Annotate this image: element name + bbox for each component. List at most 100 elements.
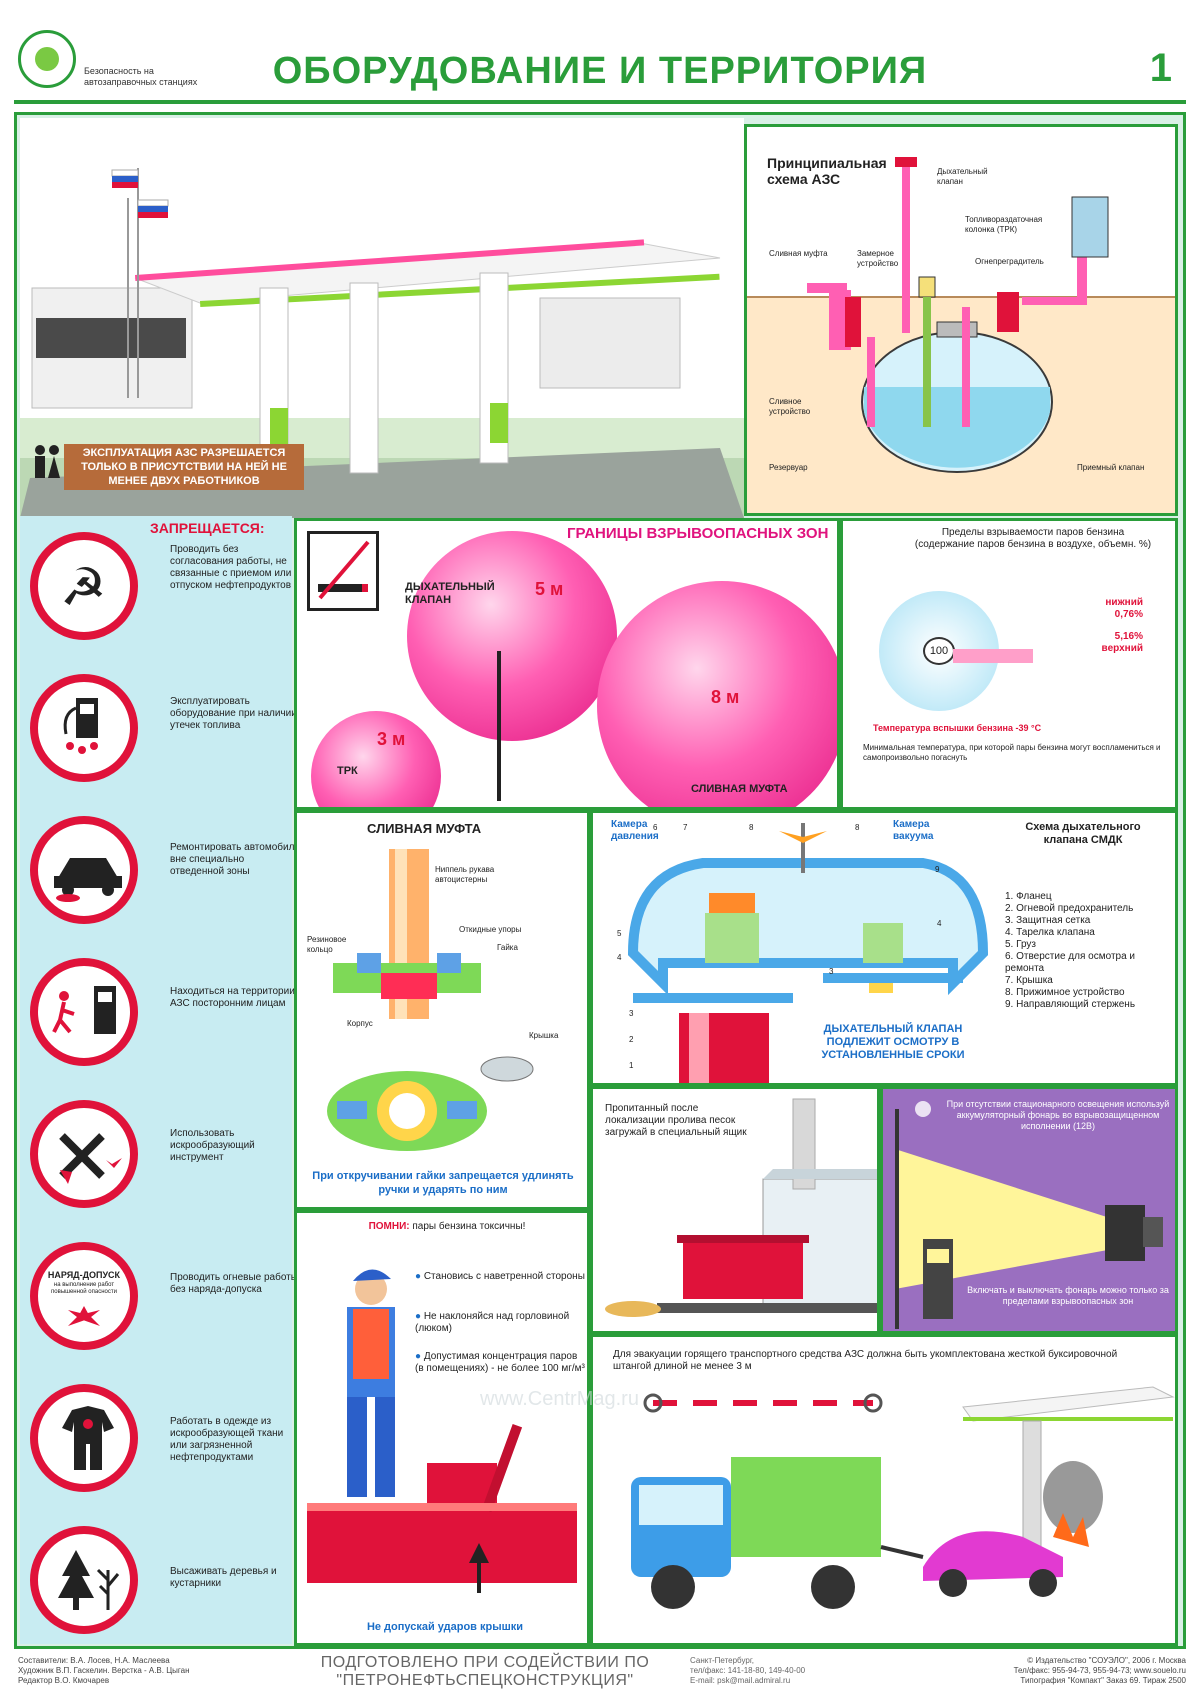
forbid-text-1: Проводить без согласования работы, не св…: [170, 544, 292, 591]
no-smoking-icon: [318, 540, 370, 600]
scheme-title: Принципиальная схема АЗС: [767, 155, 887, 187]
label-rubber-ring: Резиновое кольцо: [307, 935, 347, 954]
label-dispenser: Топливораздаточная колонка (ТРК): [965, 215, 1043, 234]
gas-station-illustration: [20, 168, 744, 518]
toxic-heading: ПОМНИ: пары бензина токсичны!: [327, 1221, 567, 1233]
no-smoking-sign: [307, 531, 379, 611]
forbid-sign-3: [30, 816, 138, 924]
explosion-limits-panel: Пределы взрываемости паров бензина (соде…: [840, 518, 1178, 810]
hammer-sickle-icon: ☭: [60, 559, 107, 617]
valve-title: Схема дыхательного клапана СМДК: [1025, 821, 1141, 846]
work-clothes-icon: [62, 1406, 114, 1470]
watermark: www.CentrMag.ru: [480, 1388, 639, 1410]
forbid-sign-5: [30, 1100, 138, 1208]
forbid-sign-8: [30, 1526, 138, 1634]
zone-dispenser: [311, 711, 441, 807]
toxic-footer: Не допускай ударов крышки: [366, 1621, 524, 1633]
zones-title: ГРАНИЦЫ ВЗРЫВООПАСНЫХ ЗОН: [567, 525, 829, 542]
radius-5m: 5 м: [535, 579, 564, 599]
label-flame-arrester: Огнепреградитель: [975, 257, 1044, 266]
zones-drain-label: СЛИВНАЯ МУФТА: [691, 783, 788, 795]
running-people-icon: [52, 986, 116, 1034]
part-number-4a: 4: [617, 953, 622, 962]
staffing-notice: ЭКСПЛУАТАЦИЯ АЗС РАЗРЕШАЕТСЯ ТОЛЬКО В ПР…: [64, 444, 304, 490]
toxic-tip-1: ● Становись с наветренной стороны: [415, 1271, 585, 1283]
label-breathing-valve: Дыхательный клапан: [937, 167, 988, 186]
page-title: ОБОРУДОВАНИЕ И ТЕРРИТОРИЯ: [272, 50, 928, 92]
breathing-valve-panel: Камера давления Камера вакуума 5 4 3 2 1…: [590, 810, 1178, 1086]
toxic-tip-2: ● Не наклоняйся над горловиной (люком): [415, 1311, 585, 1335]
valve-part: 6. Отверстие для осмотра и ремонта: [1005, 951, 1136, 974]
zone-drain-coupling: [597, 581, 837, 807]
forbid-text-4: Находиться на территории АЗС посторонним…: [170, 986, 295, 1009]
station-scheme-panel: Принципиальная схема АЗС Дыхательный кла…: [744, 124, 1178, 516]
drain-coupling-panel: СЛИВНАЯ МУФТА Ниппель рукава автоцистерн…: [294, 810, 590, 1210]
part-number-2: 2: [629, 1035, 634, 1044]
footer-contacts: Санкт-Петербург, тел/факс: 141-18-80, 14…: [690, 1656, 806, 1685]
breathing-valve-pole: [497, 651, 501, 801]
valve-part: 3. Защитная сетка: [1005, 915, 1091, 926]
forbidden-heading: ЗАПРЕЩАЕТСЯ:: [150, 520, 265, 536]
forbid-sign-7: [30, 1384, 138, 1492]
coupling-title: СЛИВНАЯ МУФТА: [367, 821, 482, 836]
label-drain-device: Сливное устройство: [769, 397, 811, 416]
gauge-value: 100: [923, 637, 955, 665]
valve-part: 5. Груз: [1005, 939, 1037, 950]
permit-sub: на выполнение работ повышенной опасности: [51, 1282, 117, 1295]
forbid-text-2: Эксплуатировать оборудование при наличии…: [170, 696, 297, 731]
bullet-icon: ●: [415, 1271, 424, 1282]
part-number-1: 1: [629, 1061, 634, 1070]
tow-illustration: [631, 1386, 1175, 1609]
forbid-text-7: Работать в одежде из искрообразующей тка…: [170, 1416, 284, 1463]
part-number-7: 7: [683, 823, 688, 832]
sand-box-illustration: [605, 1098, 877, 1317]
logo-leaf-icon: [35, 47, 59, 71]
part-number-8a: 8: [749, 823, 754, 832]
station-panel: ЭКСПЛУАТАЦИЯ АЗС РАЗРЕШАЕТСЯ ТОЛЬКО В ПР…: [20, 118, 744, 518]
label-stops: Откидные упоры: [459, 925, 522, 934]
car-repair-icon: [54, 858, 122, 902]
label-body: Корпус: [347, 1019, 373, 1028]
logo-caption: Безопасность на автозаправочных станциях: [84, 66, 198, 87]
limits-title: Пределы взрываемости паров бензина (соде…: [914, 527, 1152, 550]
sand-text: Пропитанный после локализации пролива пе…: [605, 1103, 747, 1138]
permit-label: НАРЯД-ДОПУСК: [47, 1270, 121, 1280]
part-number-8b: 8: [855, 823, 860, 832]
footer-authors: Составители: В.А. Лосев, Н.А. Маслеева Х…: [18, 1656, 190, 1685]
tow-text: Для эвакуации горящего транспортного сре…: [613, 1349, 1118, 1372]
forbid-sign-1: ☭: [30, 532, 138, 640]
tow-bar-panel: Для эвакуации горящего транспортного сре…: [590, 1334, 1178, 1646]
lower-limit: нижний 0,76%: [1105, 597, 1143, 620]
toxic-tip-text: Не наклоняйся над горловиной (люком): [415, 1311, 570, 1334]
part-number-9: 9: [935, 865, 940, 874]
toxic-tip-text: Допустимая концентрация паров (в помещен…: [415, 1351, 585, 1374]
limits-wedge: [953, 649, 1033, 663]
forbid-sign-6: НАРЯД-ДОПУСК на выполнение работ повышен…: [30, 1242, 138, 1350]
flash-temperature: Температура вспышки бензина -39 °С: [873, 723, 1042, 733]
radius-8m: 8 м: [711, 687, 740, 707]
forbidden-column: ЗАПРЕЩАЕТСЯ: ☭ Проводить без согласовани…: [20, 516, 300, 1644]
part-number-6: 6: [653, 823, 658, 832]
valve-part: 7. Крышка: [1005, 975, 1053, 986]
sand-box-panel: Пропитанный после локализации пролива пе…: [590, 1086, 880, 1334]
toxic-tip-text: Становись с наветренной стороны: [423, 1271, 585, 1282]
forbid-text-8: Высаживать деревья и кустарники: [170, 1566, 277, 1589]
label-drain-coupling: Сливная муфта: [769, 249, 828, 258]
upper-limit: 5,16% верхний: [1101, 631, 1143, 654]
toxic-tip-3: ● Допустимая концентрация паров (в помещ…: [415, 1351, 585, 1375]
explosion-icon: [68, 1306, 100, 1326]
coupling-diagram: [327, 849, 534, 1151]
footer-publisher: © Издательство "СОУЭЛО", 2006 г. Москва …: [1013, 1656, 1186, 1685]
worker-illustration: [307, 1269, 577, 1593]
forbid-text-3: Ремонтировать автомобили вне специально …: [170, 842, 301, 877]
trees-icon: [58, 1550, 120, 1610]
forbid-text-6: Проводить огневые работы без наряда-допу…: [170, 1272, 298, 1295]
forbid-text-5: Использовать искрообразующий инструмент: [170, 1128, 255, 1163]
label-tank: Резервуар: [769, 463, 808, 472]
bullet-icon: ●: [415, 1351, 424, 1362]
valve-part: 2. Огневой предохранитель: [1005, 903, 1134, 914]
part-number-3b: 3: [829, 967, 834, 976]
two-workers-icon: [32, 442, 62, 492]
station-scheme-diagram: [747, 157, 1175, 513]
vacuum-chamber-label: Камера вакуума: [893, 819, 934, 842]
